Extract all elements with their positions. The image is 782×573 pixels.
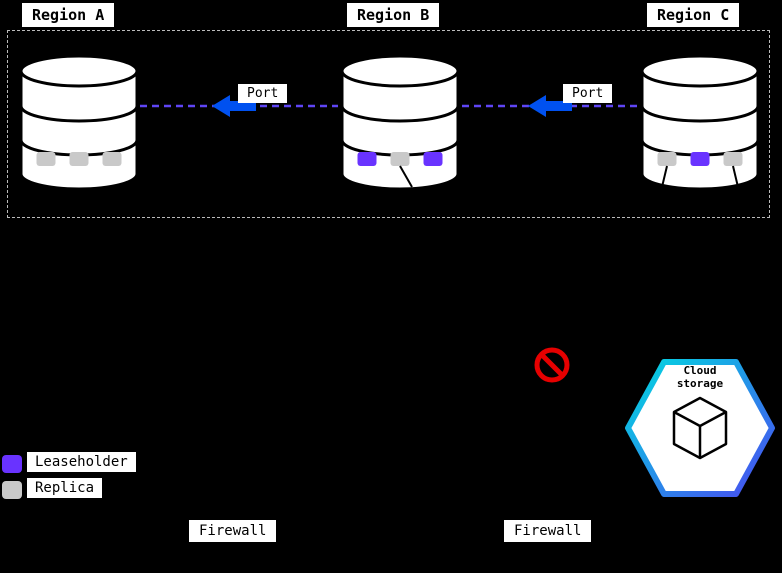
region-c-label: Region C bbox=[647, 3, 740, 27]
database-cylinder-icon-region-a bbox=[19, 54, 139, 191]
port-label: Port bbox=[238, 84, 288, 103]
range-square bbox=[357, 152, 377, 166]
legend-replica-swatch bbox=[2, 481, 22, 499]
port-arrow-icon bbox=[212, 95, 256, 117]
range-square bbox=[69, 152, 89, 166]
leader-line bbox=[732, 165, 739, 188]
range-square bbox=[723, 152, 743, 166]
legend-replica-label: Replica bbox=[27, 478, 103, 498]
port-label: Port bbox=[563, 84, 613, 103]
range-square bbox=[423, 152, 443, 166]
firewall-label: Firewall bbox=[189, 520, 277, 542]
range-square bbox=[690, 152, 710, 166]
cloud-storage-label: Cloud storage bbox=[676, 364, 724, 390]
regions-boundary-box bbox=[7, 30, 770, 218]
leader-line bbox=[399, 165, 413, 188]
database-cylinder-icon-region-c bbox=[640, 54, 760, 191]
legend-leaseholder-label: Leaseholder bbox=[27, 452, 136, 472]
region-a-label: Region A bbox=[22, 3, 115, 27]
legend-leaseholder-swatch bbox=[2, 455, 22, 473]
no-entry-icon bbox=[534, 347, 570, 383]
cube-icon bbox=[672, 396, 728, 460]
range-square bbox=[102, 152, 122, 166]
firewall-label: Firewall bbox=[504, 520, 592, 542]
leader-line bbox=[661, 165, 668, 188]
range-square bbox=[36, 152, 56, 166]
port-arrow-icon bbox=[528, 95, 572, 117]
range-square bbox=[657, 152, 677, 166]
database-cylinder-icon-region-b bbox=[340, 54, 460, 191]
region-b-label: Region B bbox=[347, 3, 440, 27]
range-square bbox=[390, 152, 410, 166]
cloud-storage-hexagon bbox=[625, 359, 775, 497]
